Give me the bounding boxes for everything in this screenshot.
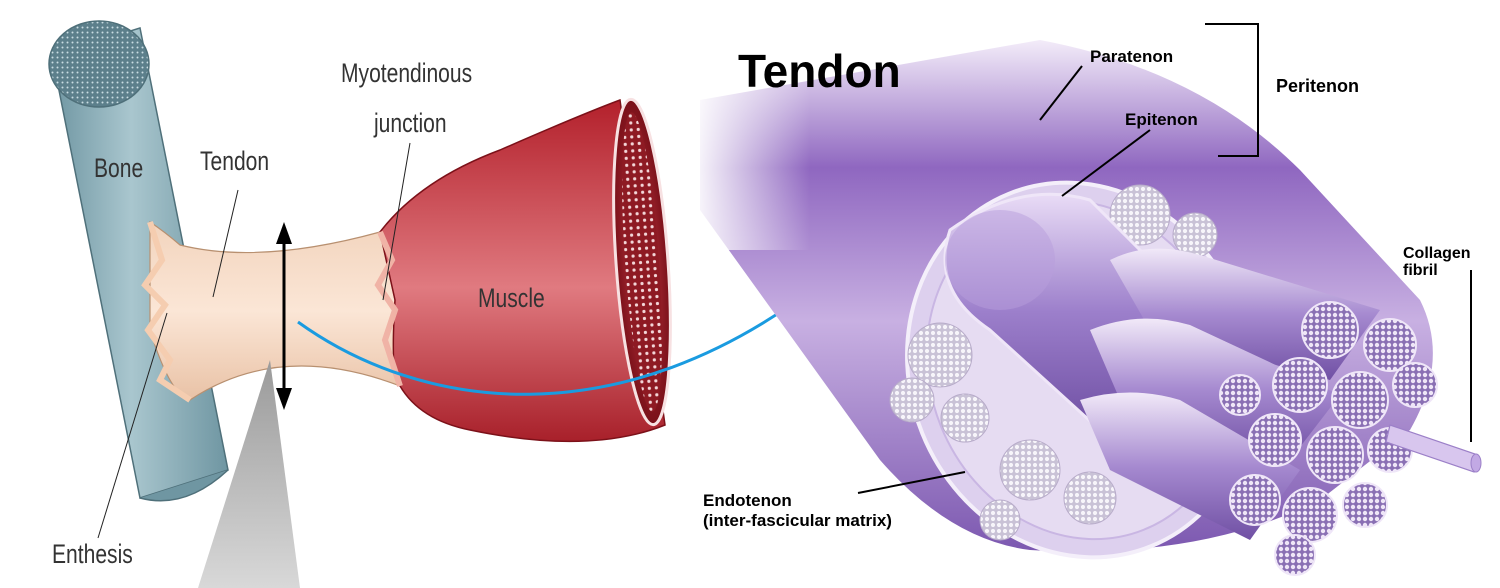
label-enthesis: Enthesis (52, 539, 133, 569)
label-fibril: fibril (1403, 262, 1438, 279)
label-junction: junction (374, 108, 447, 138)
title-tendon: Tendon (738, 45, 901, 97)
muscle-shape (374, 97, 672, 443)
left-leader-lines (97, 142, 411, 539)
label-collagen: Collagen (1403, 245, 1471, 262)
tendon-shape (141, 220, 401, 403)
label-muscle: Muscle (478, 283, 545, 313)
tendon-structure (690, 30, 1482, 576)
label-endotenon: Endotenon (703, 491, 792, 510)
cross-section-wedge (198, 360, 300, 588)
zoom-arrow (297, 272, 834, 396)
label-bone: Bone (94, 153, 144, 183)
label-epitenon: Epitenon (1125, 110, 1198, 129)
label-paratenon: Paratenon (1090, 47, 1174, 66)
label-tendon-left: Tendon (200, 146, 270, 176)
right-leader-lines (857, 65, 1472, 494)
peritenon-bracket (1205, 23, 1259, 157)
label-peritenon: Peritenon (1276, 76, 1360, 96)
label-myotendinous: Myotendinous (341, 58, 473, 88)
section-indicator-arrow (276, 222, 292, 410)
label-interfascicular-matrix: (inter-fascicular matrix) (703, 511, 892, 530)
